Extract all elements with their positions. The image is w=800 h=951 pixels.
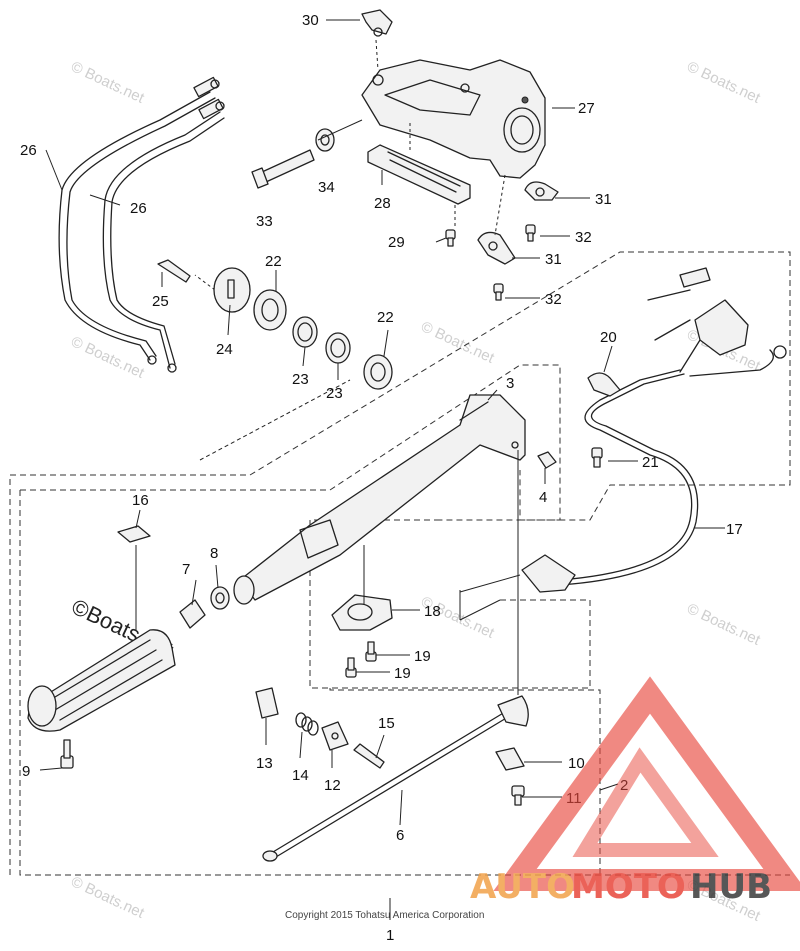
bolt-25 <box>157 259 191 283</box>
washer-23-lower <box>325 332 351 364</box>
callout-19: 19 <box>414 648 431 665</box>
logo-triangle-outer <box>493 676 800 891</box>
callout-6: 6 <box>396 827 404 844</box>
callout-8: 8 <box>210 545 218 562</box>
screw-29 <box>445 229 456 247</box>
callout-15: 15 <box>378 715 395 732</box>
wiring-harness-17 <box>521 267 787 593</box>
screw-32-lower <box>493 283 504 301</box>
block-12 <box>321 721 349 751</box>
watermark: © Boats.net <box>418 318 497 367</box>
callout-24: 24 <box>216 341 233 358</box>
logo-text-auto: AUTO <box>470 867 575 907</box>
bolt-33 <box>251 119 363 189</box>
handle-bracket <box>361 59 546 179</box>
throttle-cables <box>58 76 225 373</box>
callout-21: 21 <box>642 454 659 471</box>
callout-13: 13 <box>256 755 273 772</box>
callout-31: 31 <box>545 251 562 268</box>
callout-7: 7 <box>182 561 190 578</box>
washer-8 <box>210 586 230 610</box>
callout-26: 26 <box>130 200 147 217</box>
grommet-13 <box>255 687 279 719</box>
screw-21 <box>591 447 603 468</box>
clamp-31-upper <box>524 181 559 201</box>
callout-22: 22 <box>265 253 282 270</box>
callout-3: 3 <box>506 375 514 392</box>
switch-cover-18 <box>331 594 393 631</box>
clamp-31-lower <box>477 174 516 265</box>
screw-9 <box>60 739 74 769</box>
screw-32-upper <box>525 224 536 242</box>
cable-clip <box>361 9 393 71</box>
callout-32: 32 <box>575 229 592 246</box>
copyright-text: Copyright 2015 Tohatsu America Corporati… <box>285 910 484 921</box>
tiller-handle <box>233 394 526 605</box>
logo-triangle-inner <box>572 747 719 857</box>
leader-lines <box>39 19 725 920</box>
callout-33: 33 <box>256 213 273 230</box>
callout-14: 14 <box>292 767 309 784</box>
throttle-grip <box>27 629 176 732</box>
callout-23: 23 <box>326 385 343 402</box>
decal-16 <box>117 525 151 543</box>
screw-11 <box>511 785 525 806</box>
watermark: © Boats.net <box>68 873 147 922</box>
callout-30: 30 <box>302 12 319 29</box>
watermark: © Boats.net <box>68 58 147 107</box>
callout-28: 28 <box>374 195 391 212</box>
callout-31: 31 <box>595 191 612 208</box>
callout-32: 32 <box>545 291 562 308</box>
washer-23-upper <box>292 316 318 348</box>
callout-27: 27 <box>578 100 595 117</box>
throttle-rod <box>262 695 529 862</box>
bushing-22-upper <box>253 289 287 331</box>
plate-28 <box>367 120 471 228</box>
logo-text-hub: HUB <box>690 867 772 907</box>
callout-26: 26 <box>20 142 37 159</box>
clip-10 <box>495 747 525 771</box>
watermark: © Boats.net <box>684 600 763 649</box>
callout-9: 9 <box>22 763 30 780</box>
callout-23: 23 <box>292 371 309 388</box>
callout-10: 10 <box>568 755 585 772</box>
automotohub-logo: AUTO MOTO HUB <box>470 676 800 907</box>
spring-14 <box>295 712 319 736</box>
bushing-22-lower <box>363 354 393 390</box>
callout-16: 16 <box>132 492 149 509</box>
callout-18: 18 <box>424 603 441 620</box>
callout-22: 22 <box>377 309 394 326</box>
screw-19-lower <box>345 657 357 678</box>
nut-4 <box>537 451 557 469</box>
screw-19-upper <box>365 641 377 662</box>
callout-34: 34 <box>318 179 335 196</box>
callout-4: 4 <box>539 489 547 506</box>
watermark: © Boats.net <box>684 58 763 107</box>
friction-plate-24 <box>213 267 251 313</box>
insert-7 <box>179 599 206 629</box>
clamp-20 <box>587 372 621 397</box>
callout-17: 17 <box>726 521 743 538</box>
callout-20: 20 <box>600 329 617 346</box>
callout-29: 29 <box>388 234 405 251</box>
callout-1: 1 <box>386 927 394 944</box>
callout-19: 19 <box>394 665 411 682</box>
logo-text-moto: MOTO <box>571 867 686 907</box>
callout-25: 25 <box>152 293 169 310</box>
bolt-15 <box>353 743 385 769</box>
callout-12: 12 <box>324 777 341 794</box>
watermark: © Boats.net <box>68 333 147 382</box>
